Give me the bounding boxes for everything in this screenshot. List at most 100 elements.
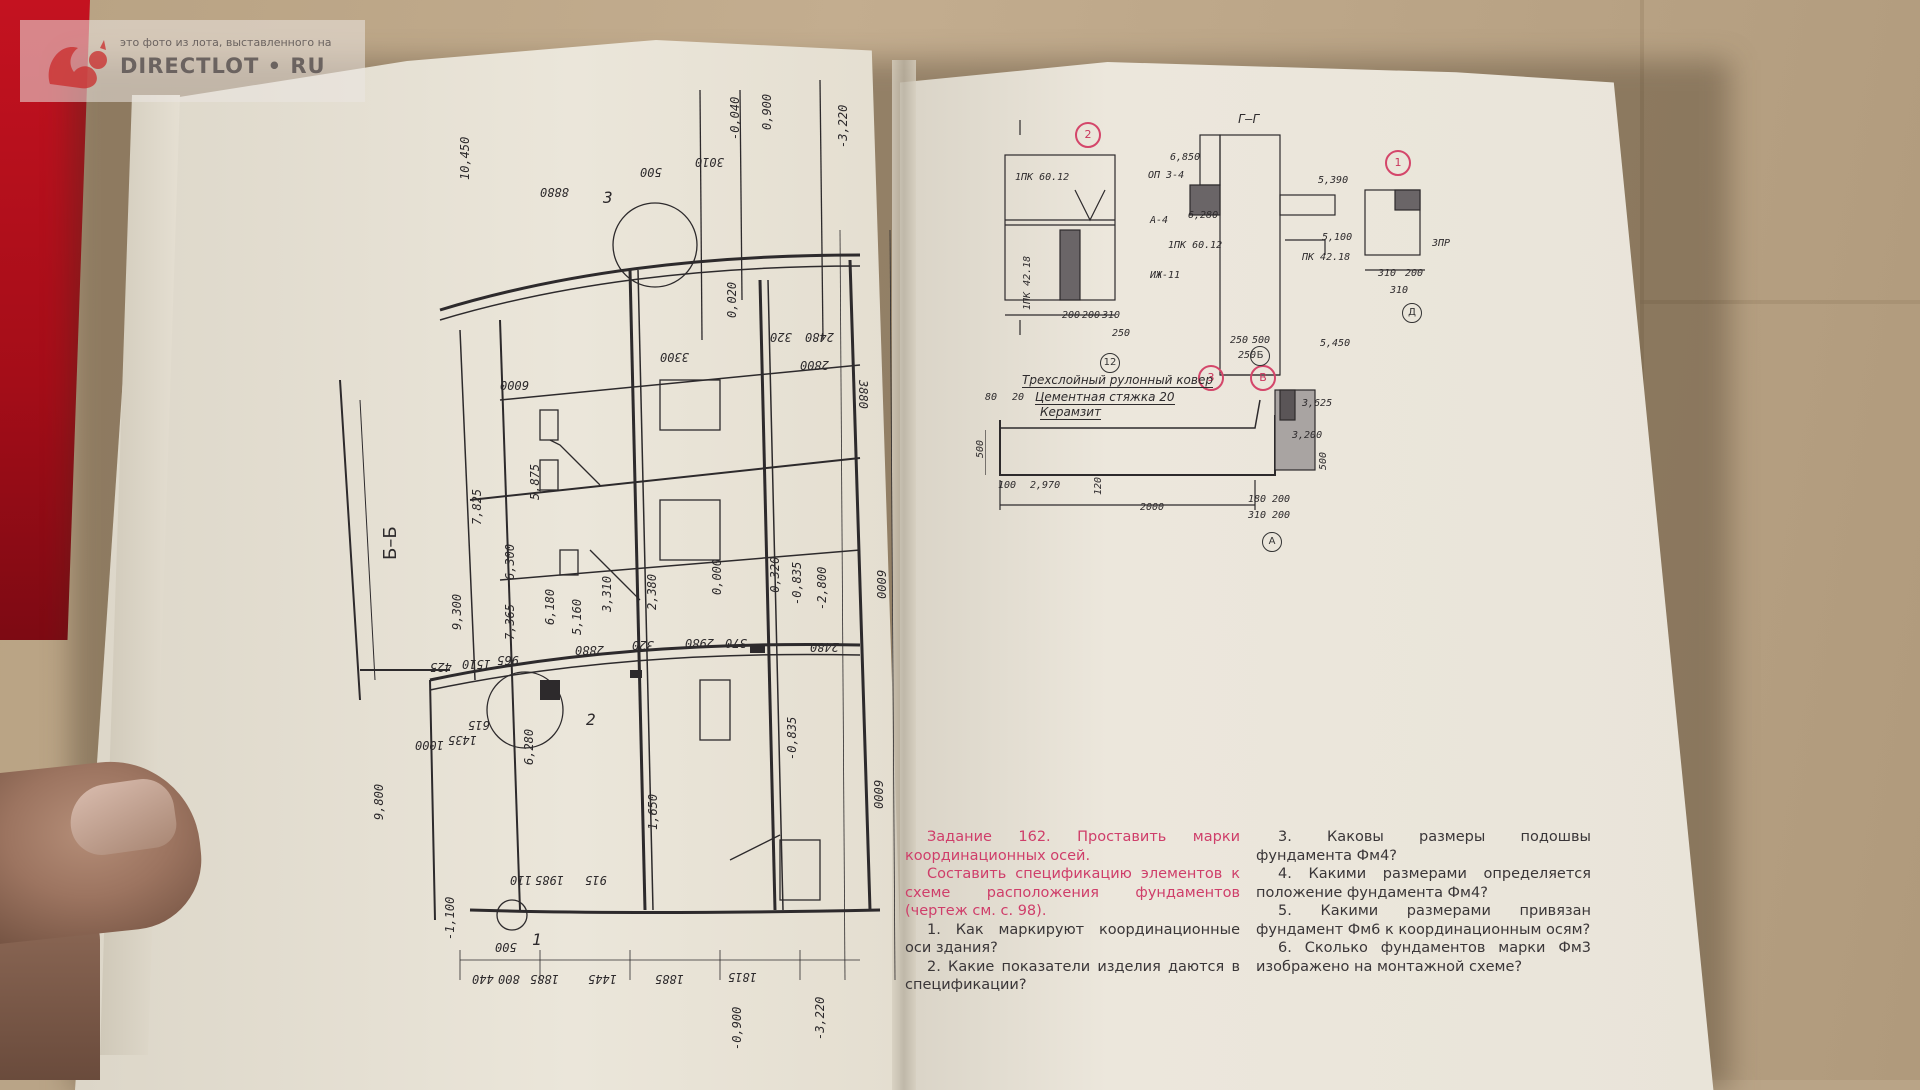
dimension-label: 965 [497,653,519,667]
detail-label: 5,390 [1318,175,1349,186]
detail-label: ОП 3-4 [1148,170,1185,181]
elevation-label: -1,100 [443,896,457,940]
roof-dim-label: 3,625 [1302,398,1333,409]
elevation-label: 6,300 [503,543,517,580]
roof-dim-label: 200 [1272,494,1291,505]
elevation-label: -0,835 [790,561,804,605]
dimension-label: 500 [640,165,662,179]
dimension-label: 2980 [685,636,714,650]
elevation-label: 1,650 [646,793,660,830]
dimension-label: 615 [468,718,490,732]
task-text-left: Задание 162. Проставить марки координаци… [905,828,1240,995]
detail-label: 200 [1062,310,1081,321]
watermark-caption: это фото из лота, выставленного на [120,36,332,49]
detail-marker-red: 3 [1198,365,1224,391]
elevation-label: 0,000 [710,558,724,595]
cardboard-seam [1640,300,1920,304]
detail-label: 6,280 [1188,210,1219,221]
elevation-label: -2,800 [815,566,829,610]
detail-label: ИЖ-11 [1150,270,1181,281]
roof-dim-label: 500 [975,439,986,458]
elevation-label: 3,310 [600,575,614,612]
detail-drawings [985,120,1425,510]
roof-dim-label: 310 [1248,510,1267,521]
detail-label: 1ПК 60.12 [1015,172,1070,183]
dimension-label: 3300 [660,350,689,364]
dimension-label: 8880 [540,185,569,199]
question-item: 2. Какие показатели изделия даются в спе… [905,958,1240,994]
detail-label: 6,850 [1170,152,1201,163]
section-mark: Г–Г [1238,112,1260,126]
task-subheading: Составить спецификацию элементов к схеме… [905,866,1240,919]
task-text-right: 3. Каковы размеры подошвы фундамента Фм4… [1256,828,1591,976]
question-item: 3. Каковы размеры подошвы фундамента Фм4… [1256,829,1591,864]
dimension-label: 915 [585,873,607,887]
detail-label: 250 [1238,350,1257,361]
dimension-label: 1885 [530,972,559,986]
roof-dim-label: 2000 [1140,502,1165,513]
dimension-label: 1445 [588,972,617,986]
squirrel-logo-icon [48,40,107,89]
detail-label: 250 [1112,328,1131,339]
detail-marker-red: В [1250,365,1276,391]
elevation-label: 0,900 [760,93,774,130]
question-item: 1. Как маркируют координационные оси зда… [905,921,1240,957]
dimension-label: 320 [770,330,792,344]
detail-label: 500 [1252,335,1271,346]
dimension-label: 3010 [695,155,724,169]
section-drawing [339,80,896,981]
dimension-label: 2480 [810,640,839,654]
elevation-label: -0,900 [730,1006,744,1050]
question-item: 5. Какими размерами привязан фундамент Ф… [1256,903,1591,938]
elevation-label: 5,875 [528,463,542,500]
detail-marker: 12 [1100,353,1120,373]
elevation-label: 6,180 [543,588,557,625]
detail-label: 5,450 [1320,338,1351,349]
detail-label: 310 [1390,285,1409,296]
detail-label: А-4 [1150,215,1169,226]
section-label: Б–Б [380,526,401,560]
watermark-brand: DIRECTLOT • RU [120,54,326,78]
elevation-label: -3,220 [813,996,827,1040]
roof-layer-label: Цементная стяжка 20 [1035,390,1175,405]
dimension-label: 800 [498,972,520,986]
dimension-label: 440 [472,972,494,986]
roof-dim-label: 80 [985,392,998,403]
roof-dim-label: 100 [998,480,1017,491]
elevation-label: 10,450 [458,136,472,180]
right-page [900,62,1714,1090]
detail-label: ЗПР [1432,238,1451,249]
roof-dim-label: 200 [1272,510,1291,521]
detail-label: 1ПК 60.12 [1168,240,1223,251]
detail-label: ПК 42.18 [1302,252,1351,263]
detail-label: 310 [1102,310,1121,321]
roof-layer-label: Трехслойный рулонный ковер [1022,373,1213,388]
dimension-label: 1985 [535,873,564,887]
detail-label: 250 [1230,335,1249,346]
elevation-label: 5,160 [570,598,584,635]
question-item: 4. Какими размерами определяется положен… [1256,866,1591,901]
callout-label: 2 [586,710,596,729]
dimension-label: 1000 [415,738,444,752]
detail-label: 310 [1378,268,1397,279]
detail-marker-red: 1 [1385,150,1411,176]
roof-dim-label: 120 [1093,476,1104,495]
elevation-label: 7,825 [470,488,484,525]
dimension-label: 2480 [805,330,834,344]
dimension-label: 6000 [874,570,888,599]
elevation-label: -3,220 [836,104,850,148]
dimension-label: 2880 [575,643,604,657]
dimension-label: 1435 [448,733,477,747]
detail-label: 200 [1082,310,1101,321]
roof-dim-label: 180 [1248,494,1267,505]
dimension-label: 1885 [655,972,684,986]
detail-marker: Б [1250,346,1270,366]
elevation-label: 0,020 [725,281,739,318]
question-item: 6. Сколько фундаментов марки Фм3 изображ… [1256,940,1591,975]
callout-label: 1 [532,930,542,949]
dimension-label: 320 [632,638,654,652]
callout-label: 3 [603,188,613,207]
elevation-label: 2,380 [645,573,659,610]
dimension-label: 1510 [462,657,491,671]
elevation-label: 6,280 [522,728,536,765]
